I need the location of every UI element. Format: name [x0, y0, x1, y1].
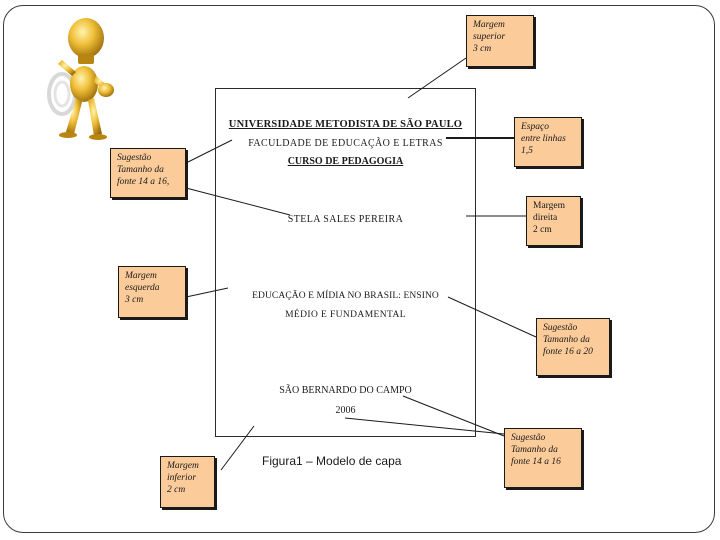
university-name: UNIVERSIDADE METODISTA DE SÃO PAULO — [228, 119, 463, 130]
callout-margem-inferior: Margem inferior 2 cm — [160, 456, 215, 508]
work-title-line2: MÉDIO E FUNDAMENTAL — [285, 310, 406, 320]
work-title-line1: EDUCAÇÃO E MÍDIA NO BRASIL: ENSINO — [252, 291, 439, 301]
callout-sugestao-fonte-titulo: Sugestão Tamanho da fonte 16 a 20 — [536, 318, 610, 376]
author-name: STELA SALES PEREIRA — [287, 214, 404, 225]
year: 2006 — [335, 405, 356, 416]
cover-page-model: UNIVERSIDADE METODISTA DE SÃO PAULO FACU… — [215, 88, 476, 437]
lightbulb-head-figure-icon — [47, 18, 114, 140]
city-name: SÃO BERNARDO DO CAMPO — [279, 385, 412, 396]
callout-sugestao-fonte-base: Sugestão Tamanho da fonte 14 a 16 — [504, 428, 582, 488]
callout-espaco-entre-linhas: Espaço entre linhas 1,5 — [514, 117, 582, 167]
callout-margem-superior: Margem superior 3 cm — [466, 15, 534, 67]
callout-margem-esquerda: Margem esquerda 3 cm — [118, 266, 186, 318]
callout-sugestao-fonte-topo: Sugestão Tamanho da fonte 14 a 16, — [110, 148, 186, 198]
figure-caption: Figura1 – Modelo de capa — [262, 454, 402, 468]
faculty-name: FACULDADE DE EDUCAÇÃO E LETRAS — [248, 138, 443, 149]
callout-margem-direita: Margem direita 2 cm — [526, 196, 581, 246]
course-name: CURSO DE PEDAGOGIA — [287, 156, 404, 167]
